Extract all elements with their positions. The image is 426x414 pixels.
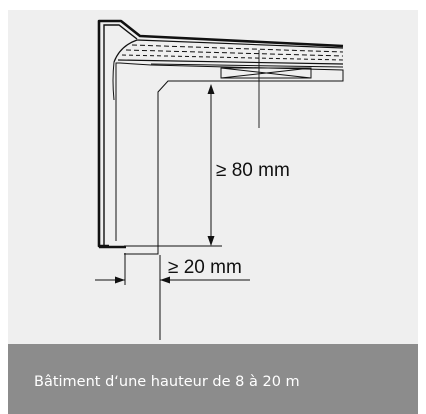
height-dimension [124,84,222,247]
roof-layers [112,39,344,101]
technical-drawing-panel: ≥ 80 mm ≥ 20 mm [8,10,418,344]
caption-bar: Bâtiment d‘une hauteur de 8 à 20 m [8,344,418,414]
height-dimension-label: ≥ 80 mm [216,160,290,181]
figure-caption: Bâtiment d‘une hauteur de 8 à 20 m [34,374,300,390]
batten-cross [220,67,312,79]
overhang-dimension [95,253,250,340]
roof-edge-section-drawing: ≥ 80 mm ≥ 20 mm [95,19,344,340]
edge-profile-inner [103,24,138,246]
support-block [115,62,344,255]
overhang-dimension-label: ≥ 20 mm [168,257,242,278]
